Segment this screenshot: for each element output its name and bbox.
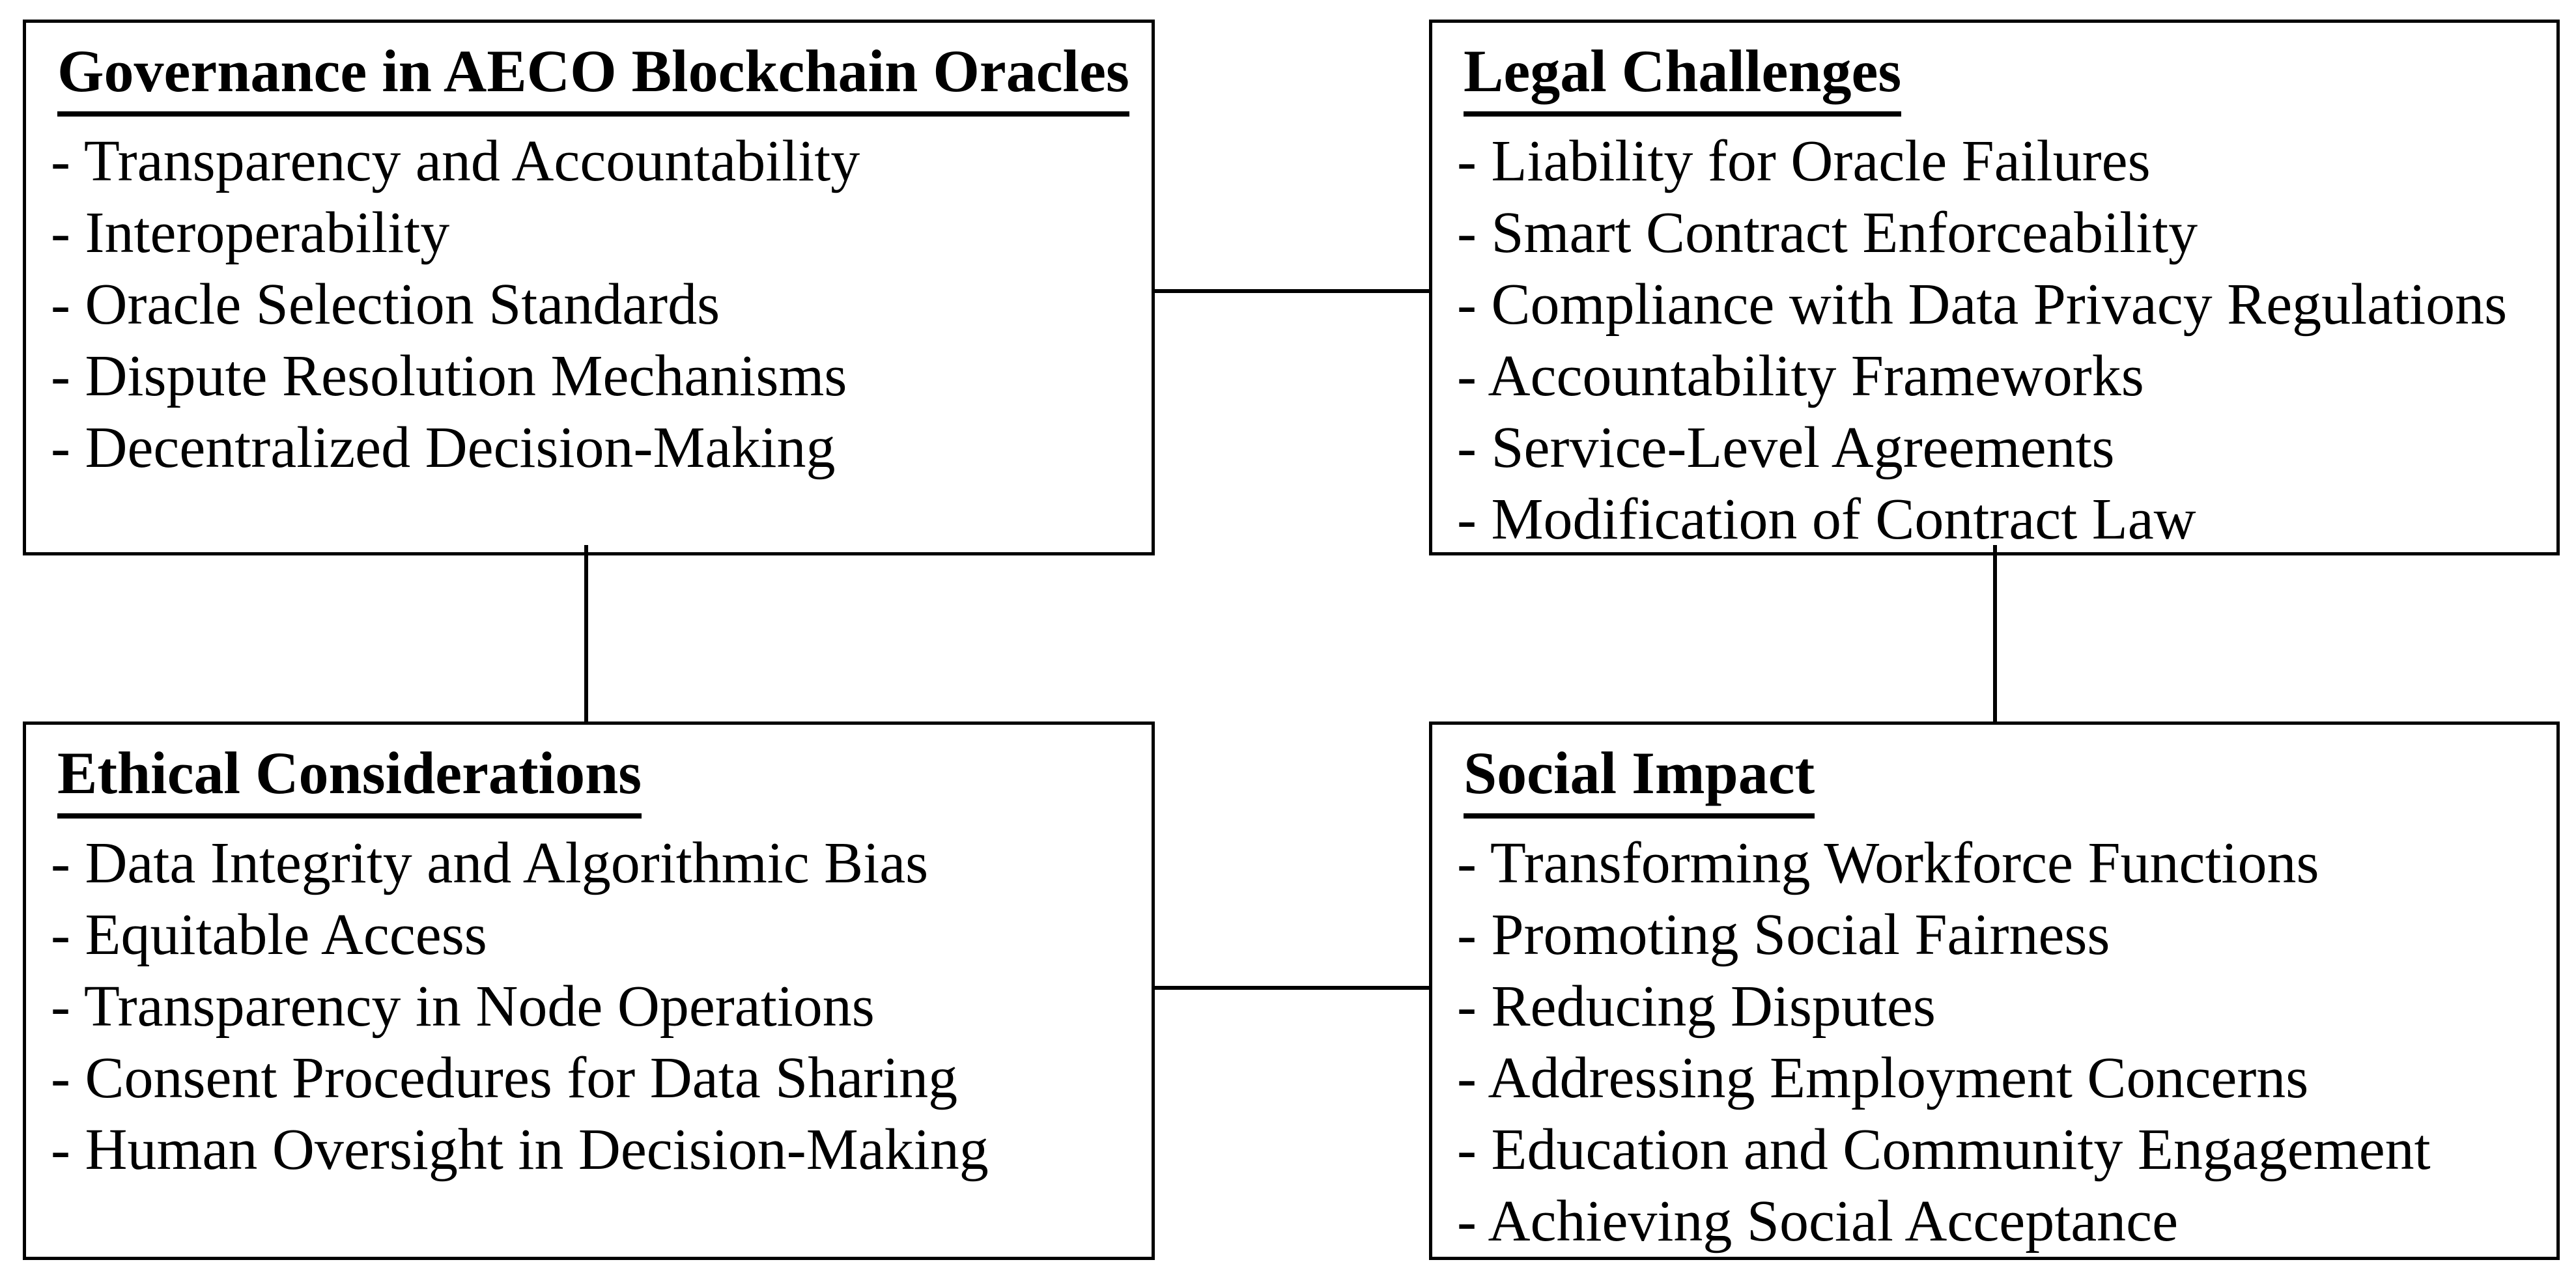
list-item: - Compliance with Data Privacy Regulatio… xyxy=(1457,272,2508,337)
box-social-impact-title: Social Impact xyxy=(1464,739,1815,819)
list-item: - Service-Level Agreements xyxy=(1457,415,2115,480)
connector-legal-social-line xyxy=(1993,545,1997,722)
list-item: - Accountability Frameworks xyxy=(1457,343,2144,408)
list-item: - Transparency and Accountability xyxy=(51,128,860,193)
list-item: - Achieving Social Acceptance xyxy=(1457,1188,2179,1254)
connector-ethical-social-line xyxy=(1152,986,1429,990)
list-item: - Modification of Contract Law xyxy=(1457,486,2196,552)
list-item: - Education and Community Engagement xyxy=(1457,1117,2431,1182)
box-legal-challenges-items: - Liability for Oracle Failures - Smart C… xyxy=(1432,126,2556,555)
box-ethical-considerations-items: - Data Integrity and Algorithmic Bias - E… xyxy=(26,828,1152,1186)
list-item: - Reducing Disputes xyxy=(1457,974,1936,1039)
box-ethical-considerations-title: Ethical Considerations xyxy=(57,739,642,819)
list-item: - Interoperability xyxy=(51,200,450,265)
list-item: - Smart Contract Enforceability xyxy=(1457,200,2198,265)
box-legal-challenges-title: Legal Challenges xyxy=(1464,37,1902,117)
box-ethical-considerations: Ethical Considerations - Data Integrity … xyxy=(23,722,1155,1260)
list-item: - Decentralized Decision-Making xyxy=(51,415,836,480)
list-item: - Consent Procedures for Data Sharing xyxy=(51,1045,958,1110)
box-legal-challenges: Legal Challenges - Liability for Oracle … xyxy=(1429,20,2560,555)
box-social-impact-items: - Transforming Workforce Functions - Prom… xyxy=(1432,828,2556,1257)
list-item: - Transforming Workforce Functions xyxy=(1457,830,2319,895)
connector-governance-ethical-line xyxy=(584,545,588,722)
list-item: - Dispute Resolution Mechanisms xyxy=(51,343,847,408)
list-item: - Promoting Social Fairness xyxy=(1457,902,2110,967)
box-governance: Governance in AECO Blockchain Oracles - … xyxy=(23,20,1155,555)
list-item: - Human Oversight in Decision-Making xyxy=(51,1117,989,1182)
box-governance-title: Governance in AECO Blockchain Oracles xyxy=(57,37,1129,117)
list-item: - Oracle Selection Standards xyxy=(51,272,720,337)
connector-governance-legal-line xyxy=(1152,289,1429,293)
list-item: - Data Integrity and Algorithmic Bias xyxy=(51,830,929,895)
list-item: - Liability for Oracle Failures xyxy=(1457,128,2151,193)
list-item: - Equitable Access xyxy=(51,902,487,967)
box-governance-items: - Transparency and Accountability - Inter… xyxy=(26,126,1152,484)
list-item: - Addressing Employment Concerns xyxy=(1457,1045,2309,1110)
list-item: - Transparency in Node Operations xyxy=(51,974,875,1039)
box-social-impact: Social Impact - Transforming Workforce F… xyxy=(1429,722,2560,1260)
